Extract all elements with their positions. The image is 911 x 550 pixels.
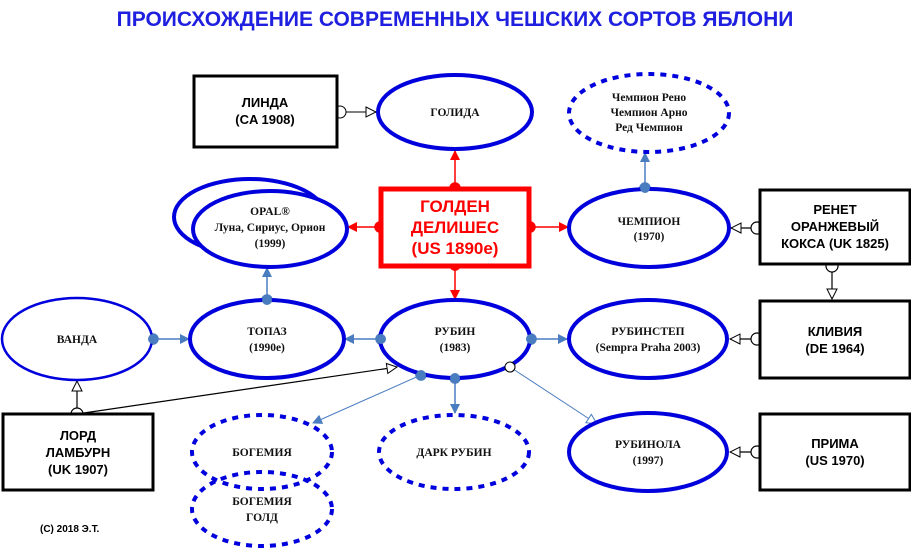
svg-text:БОГЕМИЯ: БОГЕМИЯ — [232, 496, 292, 508]
svg-text:ЛОРД: ЛОРД — [60, 428, 97, 443]
svg-text:ТОПАЗ: ТОПАЗ — [247, 326, 287, 338]
svg-text:РУБИНСТЕП: РУБИНСТЕП — [611, 326, 684, 338]
svg-text:РУБИНОЛА: РУБИНОЛА — [615, 439, 682, 451]
svg-text:ВАНДА: ВАНДА — [57, 334, 98, 346]
svg-text:ПРИМА: ПРИМА — [811, 436, 859, 451]
node-klivia[interactable]: КЛИВИЯ (DE 1964) — [758, 299, 911, 380]
svg-text:КЛИВИЯ: КЛИВИЯ — [808, 324, 862, 339]
svg-text:(CA 1908): (CA 1908) — [235, 112, 294, 127]
svg-text:(US 1890e): (US 1890e) — [412, 239, 499, 258]
node-champion-sports[interactable]: Чемпион Рено Чемпион Арно Ред Чемпион — [567, 72, 731, 154]
svg-text:ОРАНЖЕВЫЙ: ОРАНЖЕВЫЙ — [791, 219, 879, 234]
svg-text:РЕНЕТ: РЕНЕТ — [813, 202, 856, 217]
svg-text:Чемпион Арно: Чемпион Арно — [611, 107, 688, 119]
svg-text:Ред Чемпион: Ред Чемпион — [615, 122, 683, 134]
svg-text:РУБИН: РУБИН — [435, 326, 476, 338]
svg-text:(US 1970): (US 1970) — [805, 453, 864, 468]
connectors — [70, 105, 839, 459]
svg-text:(1999): (1999) — [255, 238, 286, 250]
svg-text:(DE 1964): (DE 1964) — [805, 341, 864, 356]
svg-text:(1983): (1983) — [440, 342, 471, 354]
node-bohemia[interactable]: БОГЕМИЯ — [190, 413, 334, 491]
node-lord-lambourne[interactable]: ЛОРД ЛАМБУРН (UK 1907) — [1, 412, 155, 492]
svg-text:ЛИНДА: ЛИНДА — [242, 95, 289, 110]
rubin-connector-dots — [376, 334, 536, 383]
svg-text:(UK 1907): (UK 1907) — [48, 462, 108, 477]
node-rubinola[interactable]: РУБИНОЛА (1997) — [567, 411, 729, 493]
node-opal[interactable]: OPAL® Луна, Сириус, Орион (1999) — [172, 177, 349, 269]
node-golida[interactable]: ГОЛИДА — [376, 73, 534, 151]
svg-text:OPAL®: OPAL® — [250, 206, 290, 218]
svg-text:ГОЛДЕН: ГОЛДЕН — [420, 197, 490, 216]
svg-text:(1970): (1970) — [634, 231, 665, 243]
svg-text:ГОЛИДА: ГОЛИДА — [430, 107, 480, 119]
node-golden-delicious[interactable]: ГОЛДЕН ДЕЛИШЕС (US 1890e) — [378, 186, 532, 269]
svg-text:Чемпион Рено: Чемпион Рено — [612, 92, 686, 104]
node-bohemia-gold[interactable]: БОГЕМИЯ ГОЛД — [190, 470, 334, 548]
svg-text:ЛАМБУРН: ЛАМБУРН — [46, 445, 111, 460]
node-prima[interactable]: ПРИМА (US 1970) — [758, 412, 911, 492]
copyright: (C) 2018 Э.Т. — [40, 524, 100, 535]
svg-text:(1990e): (1990e) — [249, 342, 285, 354]
node-vanda[interactable]: ВАНДА — [0, 296, 154, 382]
node-champion[interactable]: ЧЕМПИОН (1970) — [567, 187, 731, 269]
svg-text:Луна, Сириус, Орион: Луна, Сириус, Орион — [215, 222, 326, 234]
node-rubinstep[interactable]: РУБИНСТЕП (Sempra Praha 2003) — [567, 298, 729, 380]
node-renet[interactable]: РЕНЕТ ОРАНЖЕВЫЙ КОКСА (UK 1825) — [758, 188, 911, 266]
node-linda[interactable]: ЛИНДА (CA 1908) — [192, 74, 339, 149]
svg-text:ГОЛД: ГОЛД — [246, 512, 278, 524]
svg-text:БОГЕМИЯ: БОГЕМИЯ — [232, 447, 292, 459]
svg-text:(Sempra Praha 2003): (Sempra Praha 2003) — [596, 342, 701, 354]
svg-text:ДЕЛИШЕС: ДЕЛИШЕС — [411, 218, 499, 237]
svg-text:ЧЕМПИОН: ЧЕМПИОН — [618, 216, 681, 228]
svg-text:КОКСА (UK 1825): КОКСА (UK 1825) — [781, 236, 889, 251]
svg-text:(1997): (1997) — [633, 455, 664, 467]
svg-text:ДАРК РУБИН: ДАРК РУБИН — [416, 447, 491, 459]
node-dark-rubin[interactable]: ДАРК РУБИН — [377, 413, 531, 491]
diagram-title: ПРОИСХОЖДЕНИЕ СОВРЕМЕННЫХ ЧЕШСКИХ СОРТОВ… — [117, 8, 794, 31]
node-topaz[interactable]: ТОПАЗ (1990e) — [188, 298, 346, 380]
